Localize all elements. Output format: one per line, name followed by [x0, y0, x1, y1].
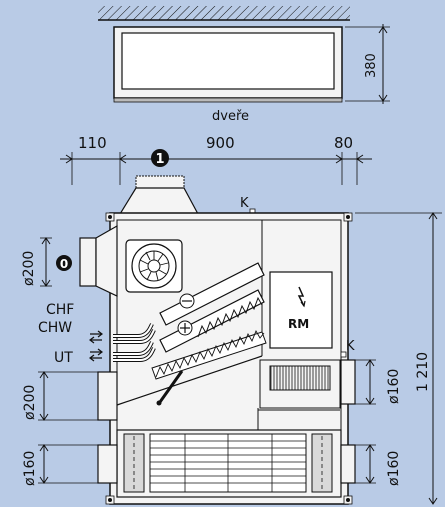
main-unit: RM: [105, 212, 353, 505]
ut-label: UT: [54, 350, 73, 366]
dim-right: 80: [334, 134, 353, 152]
door-unit: dveře 380: [98, 6, 390, 124]
left-dimensions: ø200 ø200 ø160: [21, 237, 98, 486]
exchanger-right-column: [311, 433, 333, 493]
lightning-icon: [297, 286, 305, 307]
badge-0-label: 0: [60, 257, 68, 271]
dim-left: 110: [78, 134, 107, 152]
filter-lower: [155, 329, 265, 378]
right-ducts: [340, 359, 356, 484]
chf-label: CHF: [46, 302, 74, 318]
right-lower-diameter-dim: ø160: [386, 451, 402, 486]
right-grille: [269, 365, 331, 391]
ceiling-hatch: [98, 6, 350, 20]
top-duct: [118, 175, 200, 215]
filter-upper: [197, 296, 263, 338]
bottom-left-diameter-dim: ø160: [22, 451, 38, 486]
badge-1: 1: [151, 149, 169, 167]
badge-0: 0: [56, 255, 72, 271]
damper-lever: [158, 370, 184, 403]
dim-middle: 900: [206, 134, 235, 152]
inlet-diameter-dim: ø200: [21, 251, 37, 286]
rm-label: RM: [288, 317, 309, 331]
k-right-label: K: [346, 339, 355, 354]
door-unit-bottom: [113, 97, 343, 103]
door-label: dveře: [212, 109, 249, 124]
door-height-dim: 380: [364, 53, 379, 78]
double-arrow-icon: [89, 330, 103, 362]
horizontal-dimensions: 110 900 80: [60, 134, 372, 185]
right-upper-diameter-dim: ø160: [386, 369, 402, 404]
chw-label: CHW: [38, 320, 72, 336]
cooling-coil: [159, 262, 265, 326]
k-top-label: K: [240, 196, 249, 211]
fan-icon: [125, 239, 183, 293]
exchanger-left-column: [123, 433, 145, 493]
k-right-marker: [340, 351, 347, 358]
left-ducts: [79, 224, 118, 484]
coil-pipes: [113, 323, 156, 362]
rm-control-box: [269, 271, 333, 349]
total-height-dim: 1 210: [415, 352, 431, 392]
right-dimensions: ø160 ø160 1 210: [355, 212, 442, 505]
lower-left-diameter-dim: ø200: [22, 385, 38, 420]
badge-1-label: 1: [155, 152, 164, 167]
heating-coil: [159, 289, 265, 353]
door-unit-front: [121, 32, 335, 90]
